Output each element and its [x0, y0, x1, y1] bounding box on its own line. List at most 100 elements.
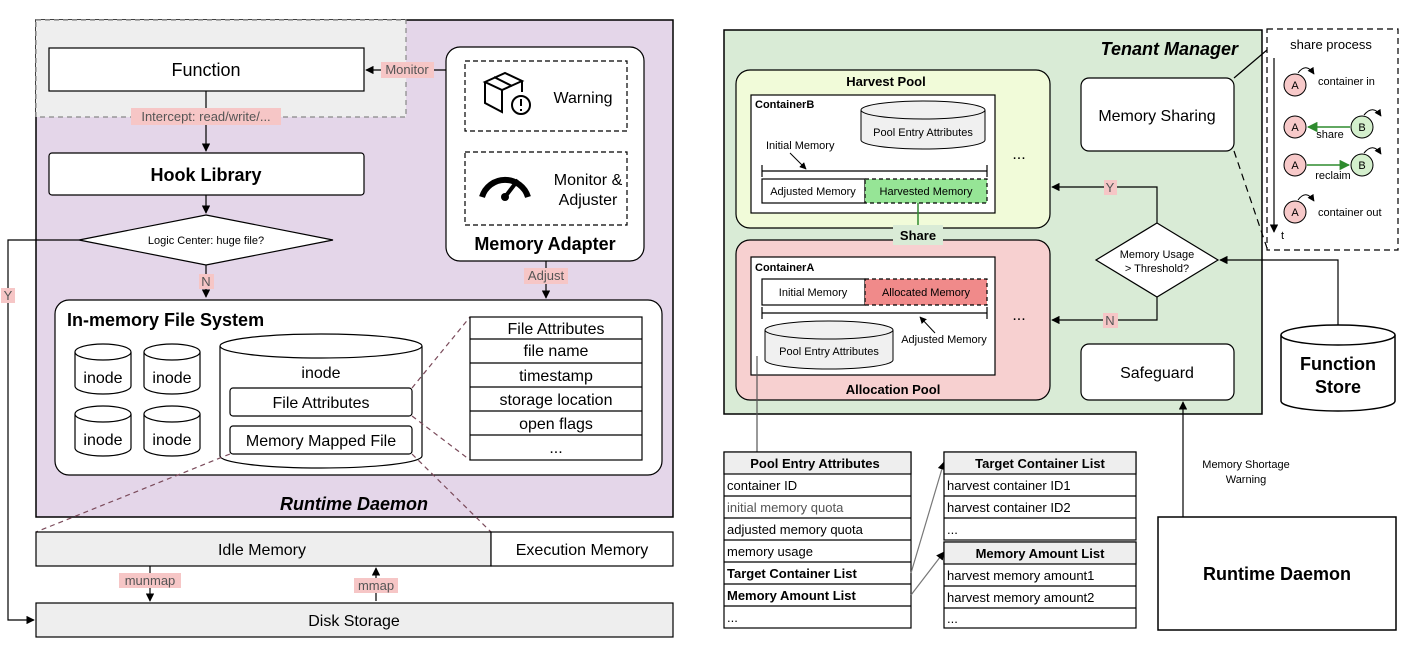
disk-storage-label: Disk Storage	[308, 613, 400, 630]
amount-list-connector	[910, 551, 945, 596]
allocated-memory-label: Allocated Memory	[882, 287, 971, 299]
node-b	[1350, 115, 1374, 139]
adjust-tag	[524, 268, 568, 284]
n-text: N	[201, 274, 210, 289]
function-store-line2: Store	[1315, 377, 1361, 397]
container-out-curve	[1297, 193, 1315, 202]
function-label: Function	[171, 60, 240, 80]
node-b-label: B	[1358, 160, 1365, 172]
inode-label: inode	[152, 432, 191, 449]
logic-center-label: Logic Center: huge file?	[148, 235, 264, 247]
hook-library-label: Hook Library	[150, 165, 261, 185]
initial-memory-label-b: Initial Memory	[766, 140, 835, 152]
runtime-daemon-label: Runtime Daemon	[1203, 564, 1351, 584]
file-attr-row: ...	[549, 440, 562, 457]
node-b-curve	[1363, 108, 1382, 117]
file-attr-row: storage location	[500, 392, 613, 409]
node-a	[1283, 200, 1307, 224]
share-process-link-top	[1233, 49, 1268, 79]
adjusted-memory-label-b: Adjusted Memory	[770, 186, 856, 198]
pool-entry-cylinder-b	[860, 100, 986, 150]
safeguard-label: Safeguard	[1120, 365, 1194, 382]
function-store-path	[1219, 255, 1339, 325]
allocation-pool-ellipsis: ...	[1012, 307, 1025, 324]
pool-entry-row: memory usage	[727, 544, 813, 559]
container-b-label: ContainerB	[755, 99, 814, 111]
container-in-curve	[1297, 66, 1315, 75]
pool-entry-label-b: Pool Entry Attributes	[873, 127, 973, 139]
monitor-adjuster-line1: Monitor &	[554, 172, 623, 189]
munmap-tag	[119, 573, 181, 588]
inode-cylinder-2: inode	[143, 343, 201, 395]
runtime-daemon-title: Runtime Daemon	[280, 494, 428, 514]
node-b	[1350, 153, 1374, 177]
memory-sharing-label: Memory Sharing	[1098, 108, 1215, 125]
share-process-title: share process	[1290, 37, 1372, 52]
node-b-label: B	[1358, 122, 1365, 134]
execution-memory-label: Execution Memory	[516, 542, 649, 559]
inode-label: inode	[152, 370, 191, 387]
threshold-line1: Memory Usage	[1120, 249, 1195, 261]
function-store-line1: Function	[1300, 354, 1376, 374]
adjusted-memory-label-a: Adjusted Memory	[901, 334, 987, 346]
node-b-curve	[1363, 146, 1382, 155]
inode-cylinder-4: inode	[143, 405, 201, 457]
munmap-text: munmap	[125, 573, 176, 588]
memory-amount-row: harvest memory amount1	[947, 568, 1094, 583]
file-attr-row: file name	[524, 343, 589, 360]
warning-box	[464, 60, 628, 132]
pool-entry-row: initial memory quota	[727, 500, 844, 515]
allocation-pool-title: Allocation Pool	[846, 382, 941, 397]
monitor-text: Monitor	[385, 62, 429, 77]
initial-memory-label-a: Initial Memory	[779, 287, 848, 299]
harvest-pool-title: Harvest Pool	[846, 74, 925, 89]
safeguard-box	[1080, 343, 1235, 401]
idle-memory-box	[35, 531, 492, 567]
mmap-tag	[354, 578, 398, 593]
reclaim-step-label: reclaim	[1315, 170, 1350, 182]
inode-cylinder-1: inode	[74, 343, 132, 395]
share-label: Share	[900, 228, 936, 243]
gauge-icon	[479, 176, 531, 201]
attr-connector-top	[411, 316, 471, 389]
intercept-text: Intercept: read/write/...	[141, 109, 270, 124]
memory-amount-header: Memory Amount List	[976, 546, 1105, 561]
pool-entry-table-header: Pool Entry Attributes	[750, 456, 880, 471]
target-container-table: Target Container List harvest container …	[943, 451, 1137, 541]
harvested-memory-box	[864, 178, 988, 204]
initial-memory-pointer-b	[789, 152, 807, 170]
node-a	[1283, 73, 1307, 97]
intercept-tag	[131, 108, 281, 125]
y-text: Y	[4, 288, 13, 303]
file-attr-row: File Attributes	[508, 321, 605, 338]
target-list-connector	[910, 461, 946, 574]
pool-entry-row: adjusted memory quota	[727, 522, 864, 537]
n-tag	[199, 274, 214, 289]
inode-label: inode	[83, 432, 122, 449]
threshold-y-tag	[1104, 180, 1117, 195]
adjust-text: Adjust	[528, 268, 565, 283]
node-a	[1283, 115, 1307, 139]
memory-amount-table: Memory Amount List harvest memory amount…	[943, 541, 1137, 629]
threshold-y-text: Y	[1106, 180, 1115, 195]
time-axis-label: t	[1281, 230, 1284, 242]
share-step-label: share	[1316, 129, 1344, 141]
container-in-label: container in	[1318, 76, 1375, 88]
container-a-label: ContainerA	[755, 262, 814, 274]
threshold-n-path	[1051, 297, 1158, 325]
pool-entry-table: Pool Entry Attributes container ID initi…	[723, 451, 912, 629]
target-container-row: ...	[947, 522, 958, 537]
inode-main-label: inode	[301, 365, 340, 382]
target-container-header: Target Container List	[975, 456, 1105, 471]
memory-amount-row: harvest memory amount2	[947, 590, 1094, 605]
monitor-adjuster-box	[464, 151, 628, 226]
idle-memory-label: Idle Memory	[218, 542, 306, 559]
node-a-label: A	[1291, 122, 1299, 134]
shortage-line1: Memory Shortage	[1202, 459, 1289, 471]
pool-entry-row: Memory Amount List	[727, 588, 856, 603]
left-panel: Function Monitor Intercept: read/write/.…	[1, 19, 674, 638]
y-tag	[1, 288, 15, 303]
share-tag	[893, 225, 943, 245]
mmap-connector-left	[35, 453, 231, 533]
